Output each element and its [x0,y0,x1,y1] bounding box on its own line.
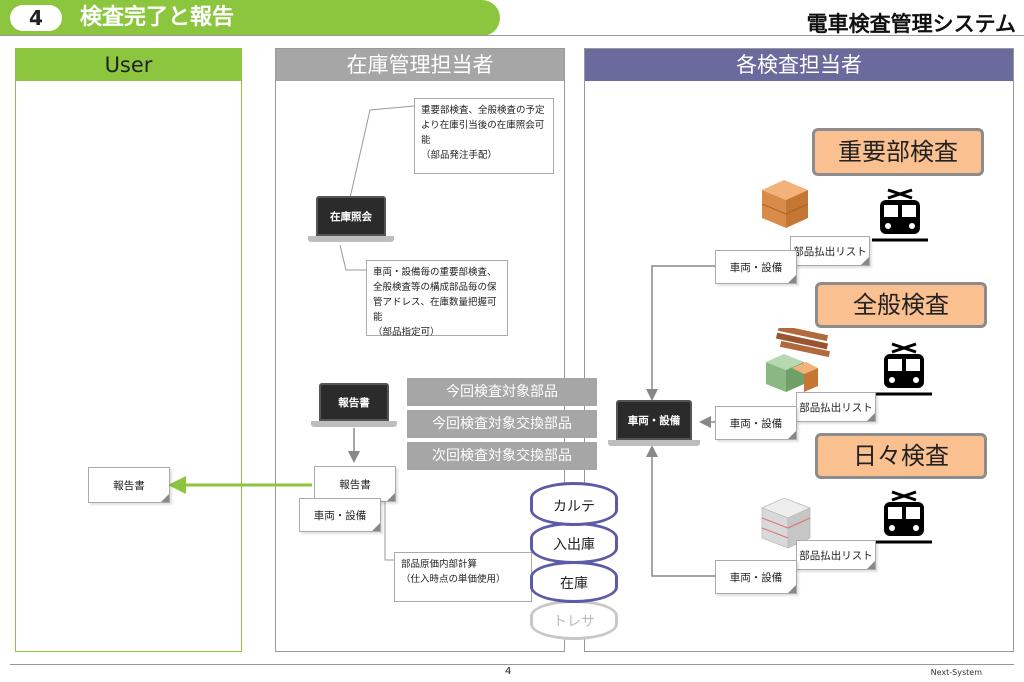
parts-bar-current-exchange: 今回検査対象交換部品 [407,410,597,438]
note-stock-inquiry: 重要部検査、全般検査の予定より在庫引当後の在庫照会可能 （部品発注手配） [414,98,554,174]
laptop-vehicle-equipment[interactable]: 車両・設備 [608,400,700,446]
page-title: 検査完了と報告 [80,5,235,30]
laptop-stock-inquiry[interactable]: 在庫照会 [308,196,394,242]
laptop-base [608,440,700,446]
cost-note-line [384,495,394,561]
parts-list-major[interactable]: 部品払出リスト [790,236,870,266]
note-cost-calculation: 部品原価内部計算 （仕入時点の単価使用） [394,552,532,602]
callout-line-mid [339,244,366,271]
laptop-stock-inquiry-label: 在庫照会 [316,196,386,236]
vehicle-doc-general[interactable]: 車両・設備 [715,406,797,440]
lumber-crates-icon [766,328,831,392]
section-number: 4 [10,5,62,31]
laptop-vehicle-label: 車両・設備 [616,400,692,440]
vehicle-doc-major[interactable]: 車両・設備 [715,250,797,284]
train-icon [876,490,932,544]
db-inout: 入出庫 [530,522,618,564]
report-document-stock[interactable]: 報告書 [314,466,396,502]
vehicle-top-to-laptop-arrow [646,265,715,401]
callout-line-top [349,105,415,199]
inspection-label-major: 重要部検査 [812,128,984,176]
boxes-icon [761,180,809,228]
vehicle-document-stock[interactable]: 車両・設備 [299,498,381,532]
laptop-report[interactable]: 報告書 [311,383,397,427]
parts-bar-next-exchange: 次回検査対象交換部品 [407,442,597,470]
note-storage-address: 車両・設備毎の重要部検査、全般検査等の構成部品毎の保管アドレス、在庫数量把握可能… [366,260,508,338]
train-icon [876,342,932,396]
inspection-label-daily: 日々検査 [815,433,987,479]
header-bar [0,0,500,36]
parts-list-general[interactable]: 部品払出リスト [796,392,876,422]
inspectors-column-heading: 各検査担当者 [585,49,1013,81]
laptop-base [311,421,397,427]
vehicle-doc-daily[interactable]: 車両・設備 [715,560,797,594]
db-tracer: トレサ [530,600,618,640]
db-stock: 在庫 [530,561,618,603]
report-document-user[interactable]: 報告書 [88,467,170,503]
parts-list-daily[interactable]: 部品払出リスト [796,540,876,570]
db-karte: カルテ [530,482,618,526]
inspection-label-general: 全般検査 [815,282,987,328]
laptop-report-label: 報告書 [319,383,389,421]
system-name: 電車検査管理システム [806,12,1016,36]
footer-brand: Next-System [930,668,982,677]
white-boxes-icon [760,497,812,549]
laptop-base [308,236,394,242]
parts-bar-current: 今回検査対象部品 [407,378,597,406]
footer-divider [10,664,1014,665]
user-column: User [15,48,242,652]
vehicle-bottom-to-laptop-arrow [646,445,715,577]
page-number: 4 [505,666,512,677]
stock-column-heading: 在庫管理担当者 [276,49,564,81]
header-divider [0,35,1024,36]
train-icon [872,188,928,242]
user-column-heading: User [16,49,241,81]
